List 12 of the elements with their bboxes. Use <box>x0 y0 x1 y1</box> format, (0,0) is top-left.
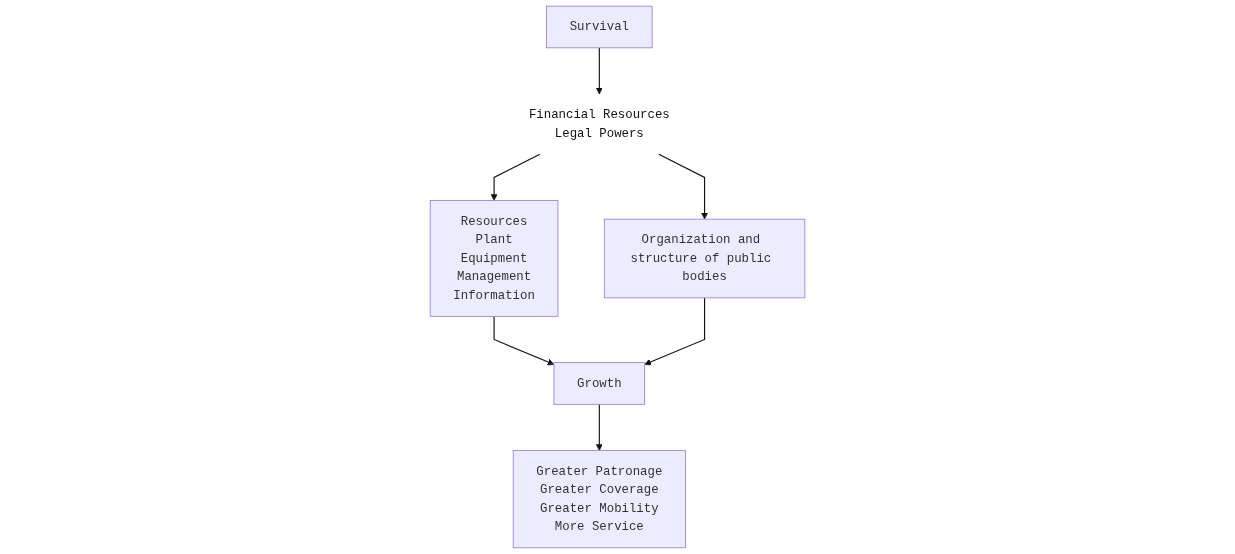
arrow <box>658 153 708 220</box>
arrow <box>595 403 603 451</box>
node-text: Financial Resources Legal Powers <box>528 108 670 141</box>
node-box: Organization and structure of public bodies <box>603 218 806 299</box>
node-box: Resources Plant Equipment Management Information <box>429 200 559 317</box>
node-box: Survival <box>546 5 653 49</box>
arrow <box>493 315 555 366</box>
node-box: Greater Patronage Greater Coverage Greater Mobility More Service <box>512 450 686 549</box>
arrow <box>644 297 706 366</box>
arrow <box>595 47 603 95</box>
node-box: Growth <box>553 362 646 405</box>
arrow <box>490 153 541 201</box>
